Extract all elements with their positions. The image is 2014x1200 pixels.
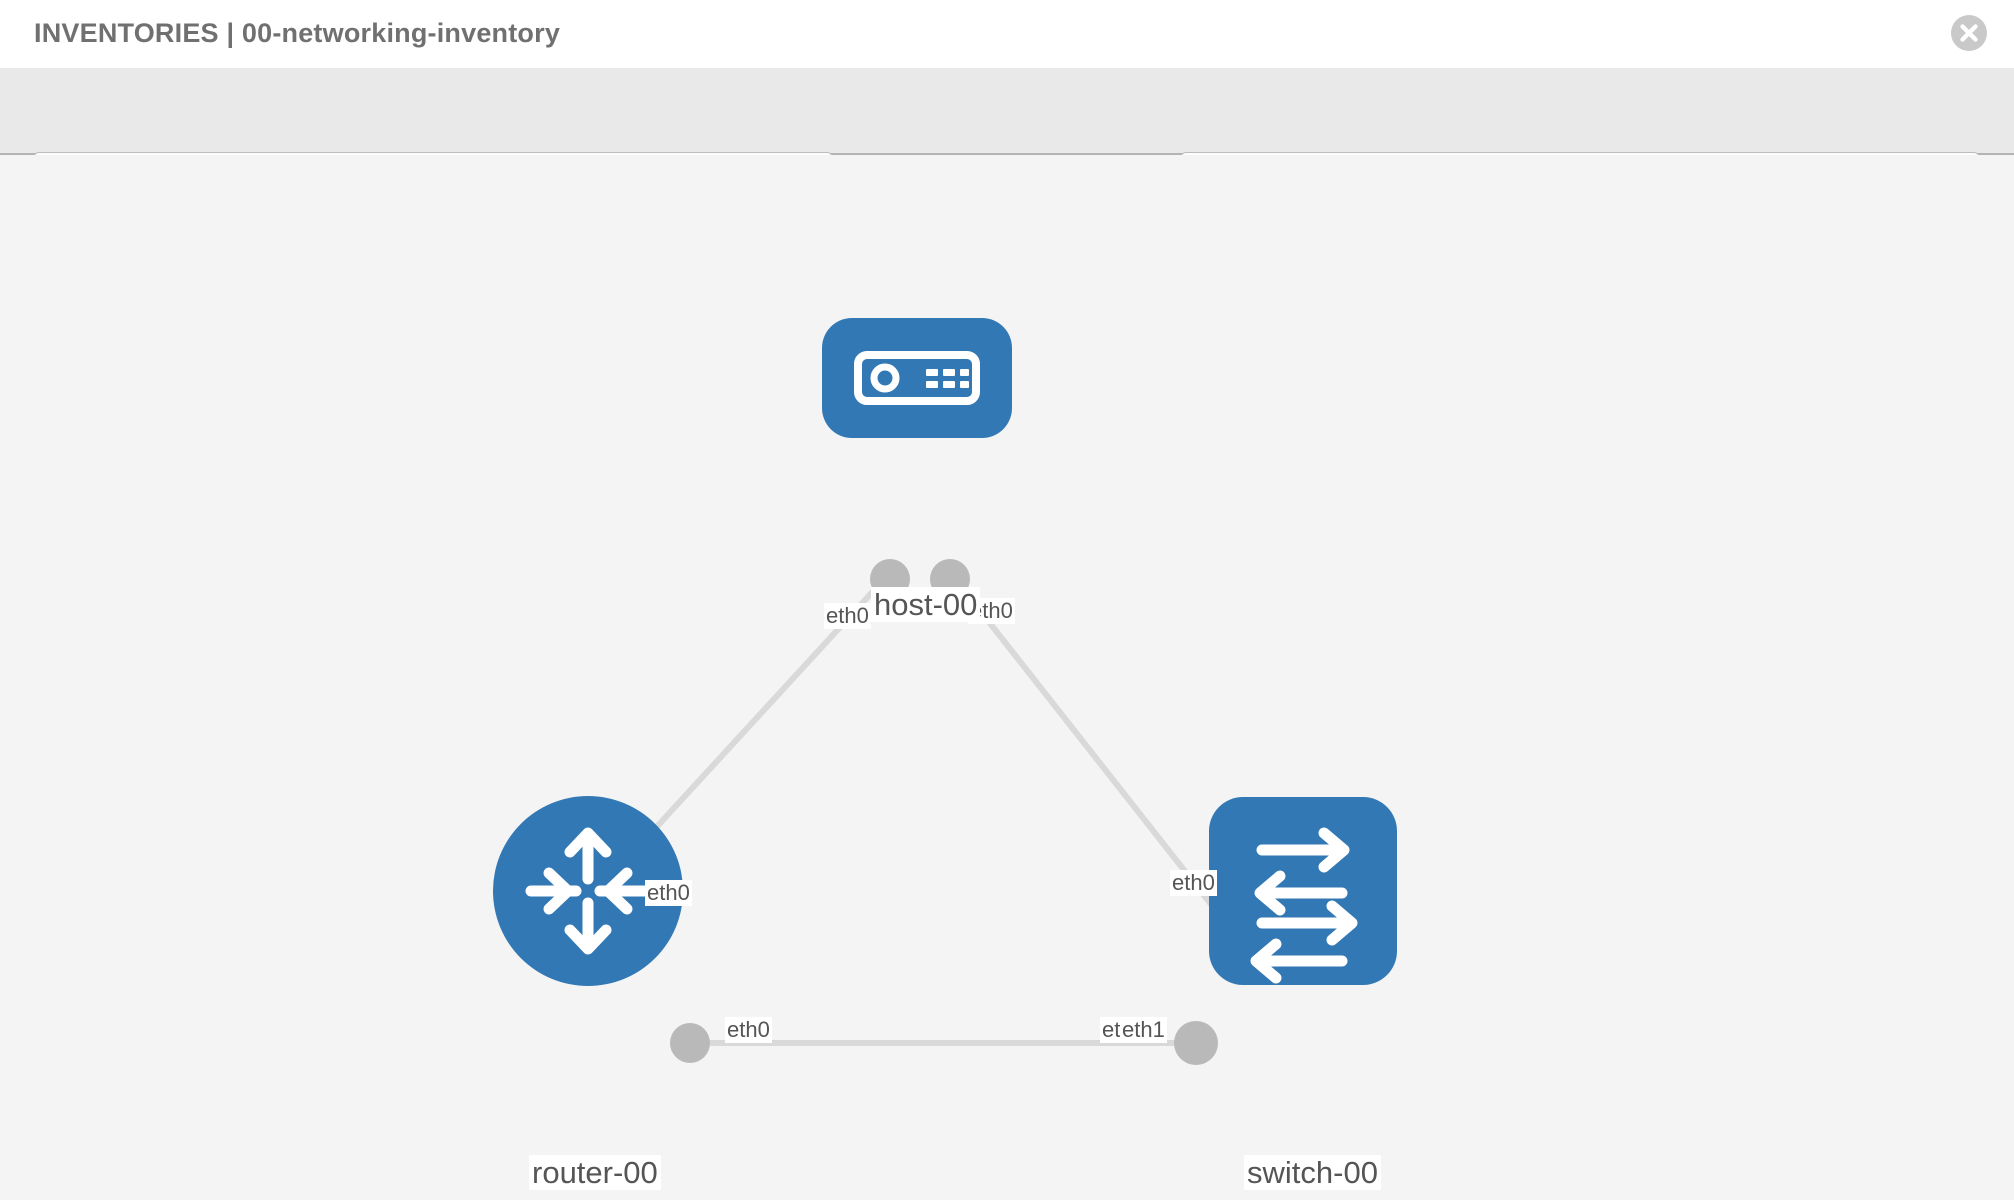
window-header: INVENTORIES | 00-networking-inventory — [0, 0, 2014, 68]
node-label-router-00: router-00 — [529, 1155, 661, 1190]
page-title: INVENTORIES | 00-networking-inventory — [34, 18, 561, 48]
interface-label-host-left: eth0 — [824, 603, 871, 629]
node-label-switch-00: switch-00 — [1244, 1155, 1381, 1190]
port-router-right — [670, 1023, 710, 1063]
node-router-00[interactable] — [493, 796, 683, 986]
port-layer — [670, 559, 1254, 1065]
port-switch-left — [1174, 1021, 1218, 1065]
topology-canvas[interactable]: eth0 eth0 eth0 eth0 eth0 eth eth1 host-0… — [0, 155, 2014, 1200]
interface-label-router-right: eth0 — [725, 1017, 772, 1043]
close-icon[interactable] — [1950, 14, 1988, 52]
node-switch-00[interactable] — [1209, 797, 1397, 985]
topology-graph — [493, 318, 1397, 1065]
node-host-00[interactable] — [822, 318, 1012, 438]
link-layer — [637, 572, 1246, 1046]
toolbar: ACTIONS SEARCH — [0, 68, 2014, 206]
interface-label-router-up: eth0 — [645, 880, 692, 906]
node-label-host-00: host-00 — [871, 587, 981, 622]
interface-label-switch-up: eth0 — [1170, 870, 1217, 896]
interface-label-switch-left-b: eth1 — [1120, 1017, 1167, 1043]
